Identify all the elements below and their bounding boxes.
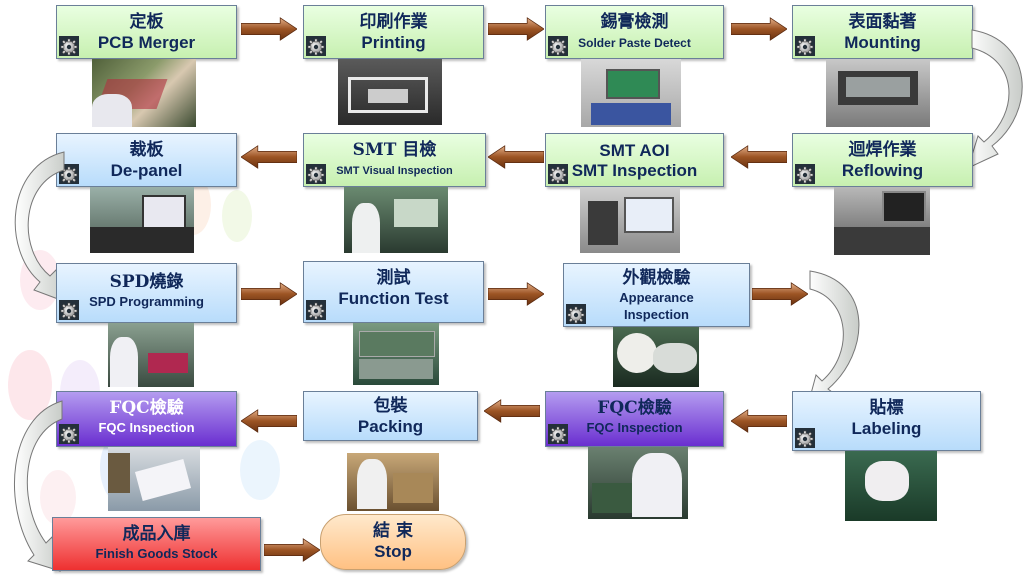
step-en-label: FQC Inspection: [586, 420, 683, 435]
step-en-label: FQC Inspection: [98, 420, 195, 435]
arrow-right-icon: [264, 538, 320, 562]
step-en-label-line2: Inspection: [623, 307, 689, 322]
photo-spd-programming: [108, 323, 194, 387]
step-en-label: Solder Paste Detect: [578, 36, 691, 50]
photo-pcb-merger: [92, 59, 196, 127]
gear-icon: [59, 36, 79, 56]
step-zh-label: SMT 目檢: [352, 140, 437, 160]
step-smt-aoi[interactable]: SMT AOI SMT Inspection: [545, 133, 724, 187]
step-zh-label: 包裝: [373, 396, 408, 416]
step-appearance-inspection[interactable]: 外觀檢驗 Appearance Inspection: [563, 263, 750, 327]
photo-mounting: [826, 59, 930, 127]
photo-packing: [347, 453, 439, 511]
step-en-label: Mounting: [844, 33, 921, 52]
step-zh-label: 迴焊作業: [848, 140, 917, 160]
gear-icon: [795, 36, 815, 56]
arrow-right-icon: [488, 17, 544, 41]
step-en-label: PCB Merger: [97, 33, 196, 52]
curved-arrow-down-icon: [13, 400, 63, 572]
arrow-right-icon: [241, 282, 297, 306]
gear-icon: [548, 424, 568, 444]
step-en-label: Labeling: [851, 419, 922, 438]
arrow-left-icon: [488, 145, 544, 169]
arrow-left-icon: [731, 145, 787, 169]
step-zh-label: FQC檢驗: [109, 398, 184, 418]
step-en-label: De-panel: [110, 161, 183, 180]
step-zh-label: 定板: [129, 12, 164, 32]
step-en-label: Packing: [357, 417, 424, 436]
arrow-right-icon: [731, 17, 787, 41]
step-en-label: SMT Visual Inspection: [336, 165, 453, 177]
arrow-left-icon: [241, 409, 297, 433]
step-stop[interactable]: 結 束 Stop: [320, 514, 466, 570]
gear-icon: [59, 300, 79, 320]
step-zh-label: 貼標: [869, 398, 904, 418]
step-labeling[interactable]: 貼標 Labeling: [792, 391, 981, 451]
step-solder-paste-detect[interactable]: 錫膏檢測 Solder Paste Detect: [545, 5, 724, 59]
arrow-right-icon: [241, 17, 297, 41]
step-zh-label: 印刷作業: [359, 12, 428, 32]
step-en-label: Stop: [374, 542, 412, 561]
arrow-right-icon: [488, 282, 544, 306]
step-en-label: Printing: [361, 33, 426, 52]
step-zh-label: 表面黏著: [848, 12, 917, 32]
photo-de-panel: [90, 187, 194, 253]
step-printing[interactable]: 印刷作業 Printing: [303, 5, 484, 59]
step-en-label: Reflowing: [841, 161, 924, 180]
step-function-test[interactable]: 測試 Function Test: [303, 261, 484, 323]
step-spd-programming[interactable]: SPD燒錄 SPD Programming: [56, 263, 237, 323]
photo-smt-visual-inspection: [344, 187, 448, 253]
step-zh-label: SMT AOI: [599, 141, 670, 160]
step-en-label: SMT Inspection: [571, 161, 698, 180]
step-en-label: Function Test: [338, 289, 449, 308]
gear-icon: [795, 164, 815, 184]
step-zh-label: 結 束: [373, 521, 413, 541]
step-pcb-merger[interactable]: 定板 PCB Merger: [56, 5, 237, 59]
step-mounting[interactable]: 表面黏著 Mounting: [792, 5, 973, 59]
photo-function-test: [353, 323, 439, 385]
photo-solder-paste-detect: [581, 59, 681, 127]
step-zh-label: FQC檢驗: [597, 398, 672, 418]
step-fqc-inspection-2[interactable]: FQC檢驗 FQC Inspection: [545, 391, 724, 447]
gear-icon: [548, 36, 568, 56]
photo-fqc-inspection-1: [108, 447, 200, 511]
gear-icon: [306, 36, 326, 56]
photo-appearance-inspection: [613, 327, 699, 387]
curved-arrow-down-icon: [967, 29, 1023, 169]
arrow-left-icon: [241, 145, 297, 169]
step-en-label: Appearance: [619, 290, 694, 305]
gear-icon: [566, 304, 586, 324]
gear-icon: [306, 164, 326, 184]
step-en-label: Finish Goods Stock: [95, 546, 218, 561]
step-en-label: SPD Programming: [89, 294, 204, 309]
arrow-right-icon: [752, 282, 808, 306]
photo-printing: [338, 59, 442, 125]
step-zh-label: 裁板: [129, 140, 164, 160]
arrow-left-icon: [484, 399, 540, 423]
step-smt-visual-inspection[interactable]: SMT 目檢 SMT Visual Inspection: [303, 133, 486, 187]
step-zh-label: 測試: [376, 268, 411, 288]
step-zh-label: 成品入庫: [122, 524, 191, 544]
gear-icon: [306, 300, 326, 320]
photo-smt-aoi: [580, 187, 680, 253]
step-zh-label: 錫膏檢測: [600, 12, 669, 32]
step-fqc-inspection-1[interactable]: FQC檢驗 FQC Inspection: [56, 391, 237, 447]
gear-icon: [795, 428, 815, 448]
step-de-panel[interactable]: 裁板 De-panel: [56, 133, 237, 187]
step-packing[interactable]: 包裝 Packing: [303, 391, 478, 441]
gear-icon: [548, 164, 568, 184]
photo-reflowing: [834, 187, 930, 255]
step-zh-label: SPD燒錄: [109, 272, 184, 292]
arrow-left-icon: [731, 409, 787, 433]
photo-fqc-inspection-2: [588, 447, 688, 519]
step-reflowing[interactable]: 迴焊作業 Reflowing: [792, 133, 973, 187]
step-zh-label: 外觀檢驗: [622, 268, 691, 288]
step-finish-goods-stock[interactable]: 成品入庫 Finish Goods Stock: [52, 517, 261, 571]
photo-labeling: [845, 451, 937, 521]
